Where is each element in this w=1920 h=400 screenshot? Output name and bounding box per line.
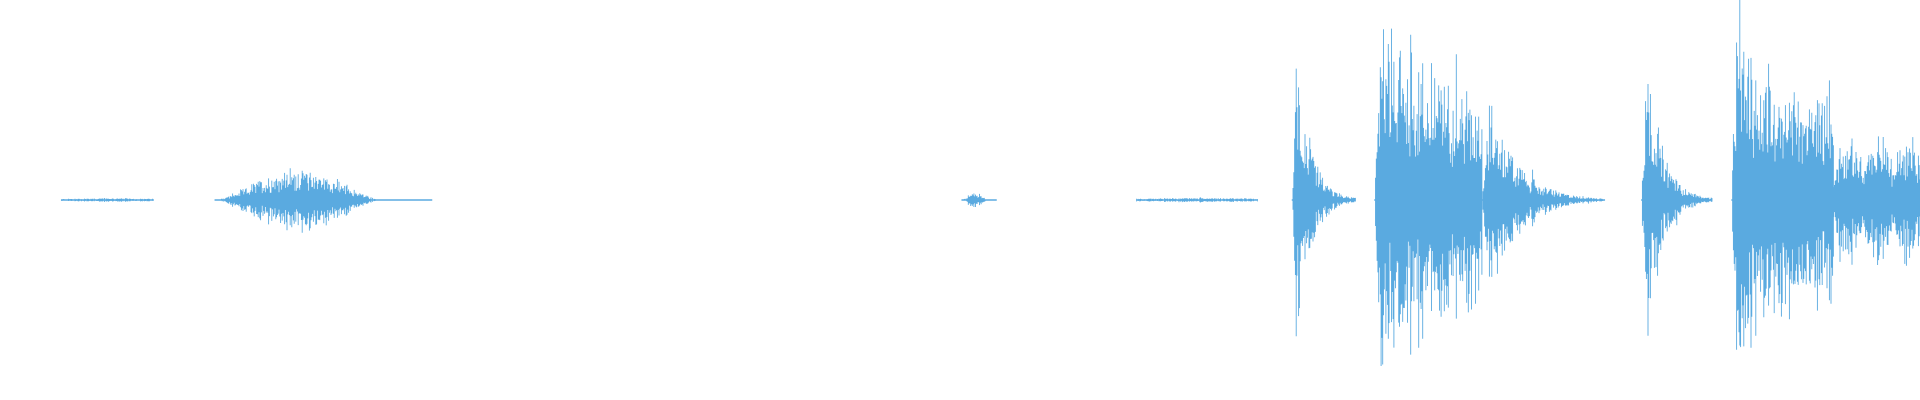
waveform-segment xyxy=(1731,0,1834,350)
waveform-peaks xyxy=(1731,0,1834,350)
waveform-segment xyxy=(1641,84,1713,336)
waveform-peaks xyxy=(60,198,154,202)
waveform-segment xyxy=(1291,68,1356,337)
waveform-peaks xyxy=(1136,197,1258,203)
waveform-peaks xyxy=(1374,28,1483,366)
waveform-peaks xyxy=(1291,68,1356,337)
waveform-peaks xyxy=(1833,136,1920,266)
waveform-segment xyxy=(60,198,154,202)
waveform-segment xyxy=(1833,136,1920,266)
waveform-peaks xyxy=(961,193,997,207)
waveform-peaks xyxy=(214,168,433,233)
waveform-segment xyxy=(1374,28,1483,366)
waveform-peaks xyxy=(1641,84,1713,336)
waveform-segment xyxy=(1481,105,1606,277)
waveform-segment xyxy=(214,168,433,233)
waveform-segment xyxy=(1136,197,1258,203)
waveform-peaks xyxy=(1481,105,1606,277)
waveform-segment xyxy=(961,193,997,207)
